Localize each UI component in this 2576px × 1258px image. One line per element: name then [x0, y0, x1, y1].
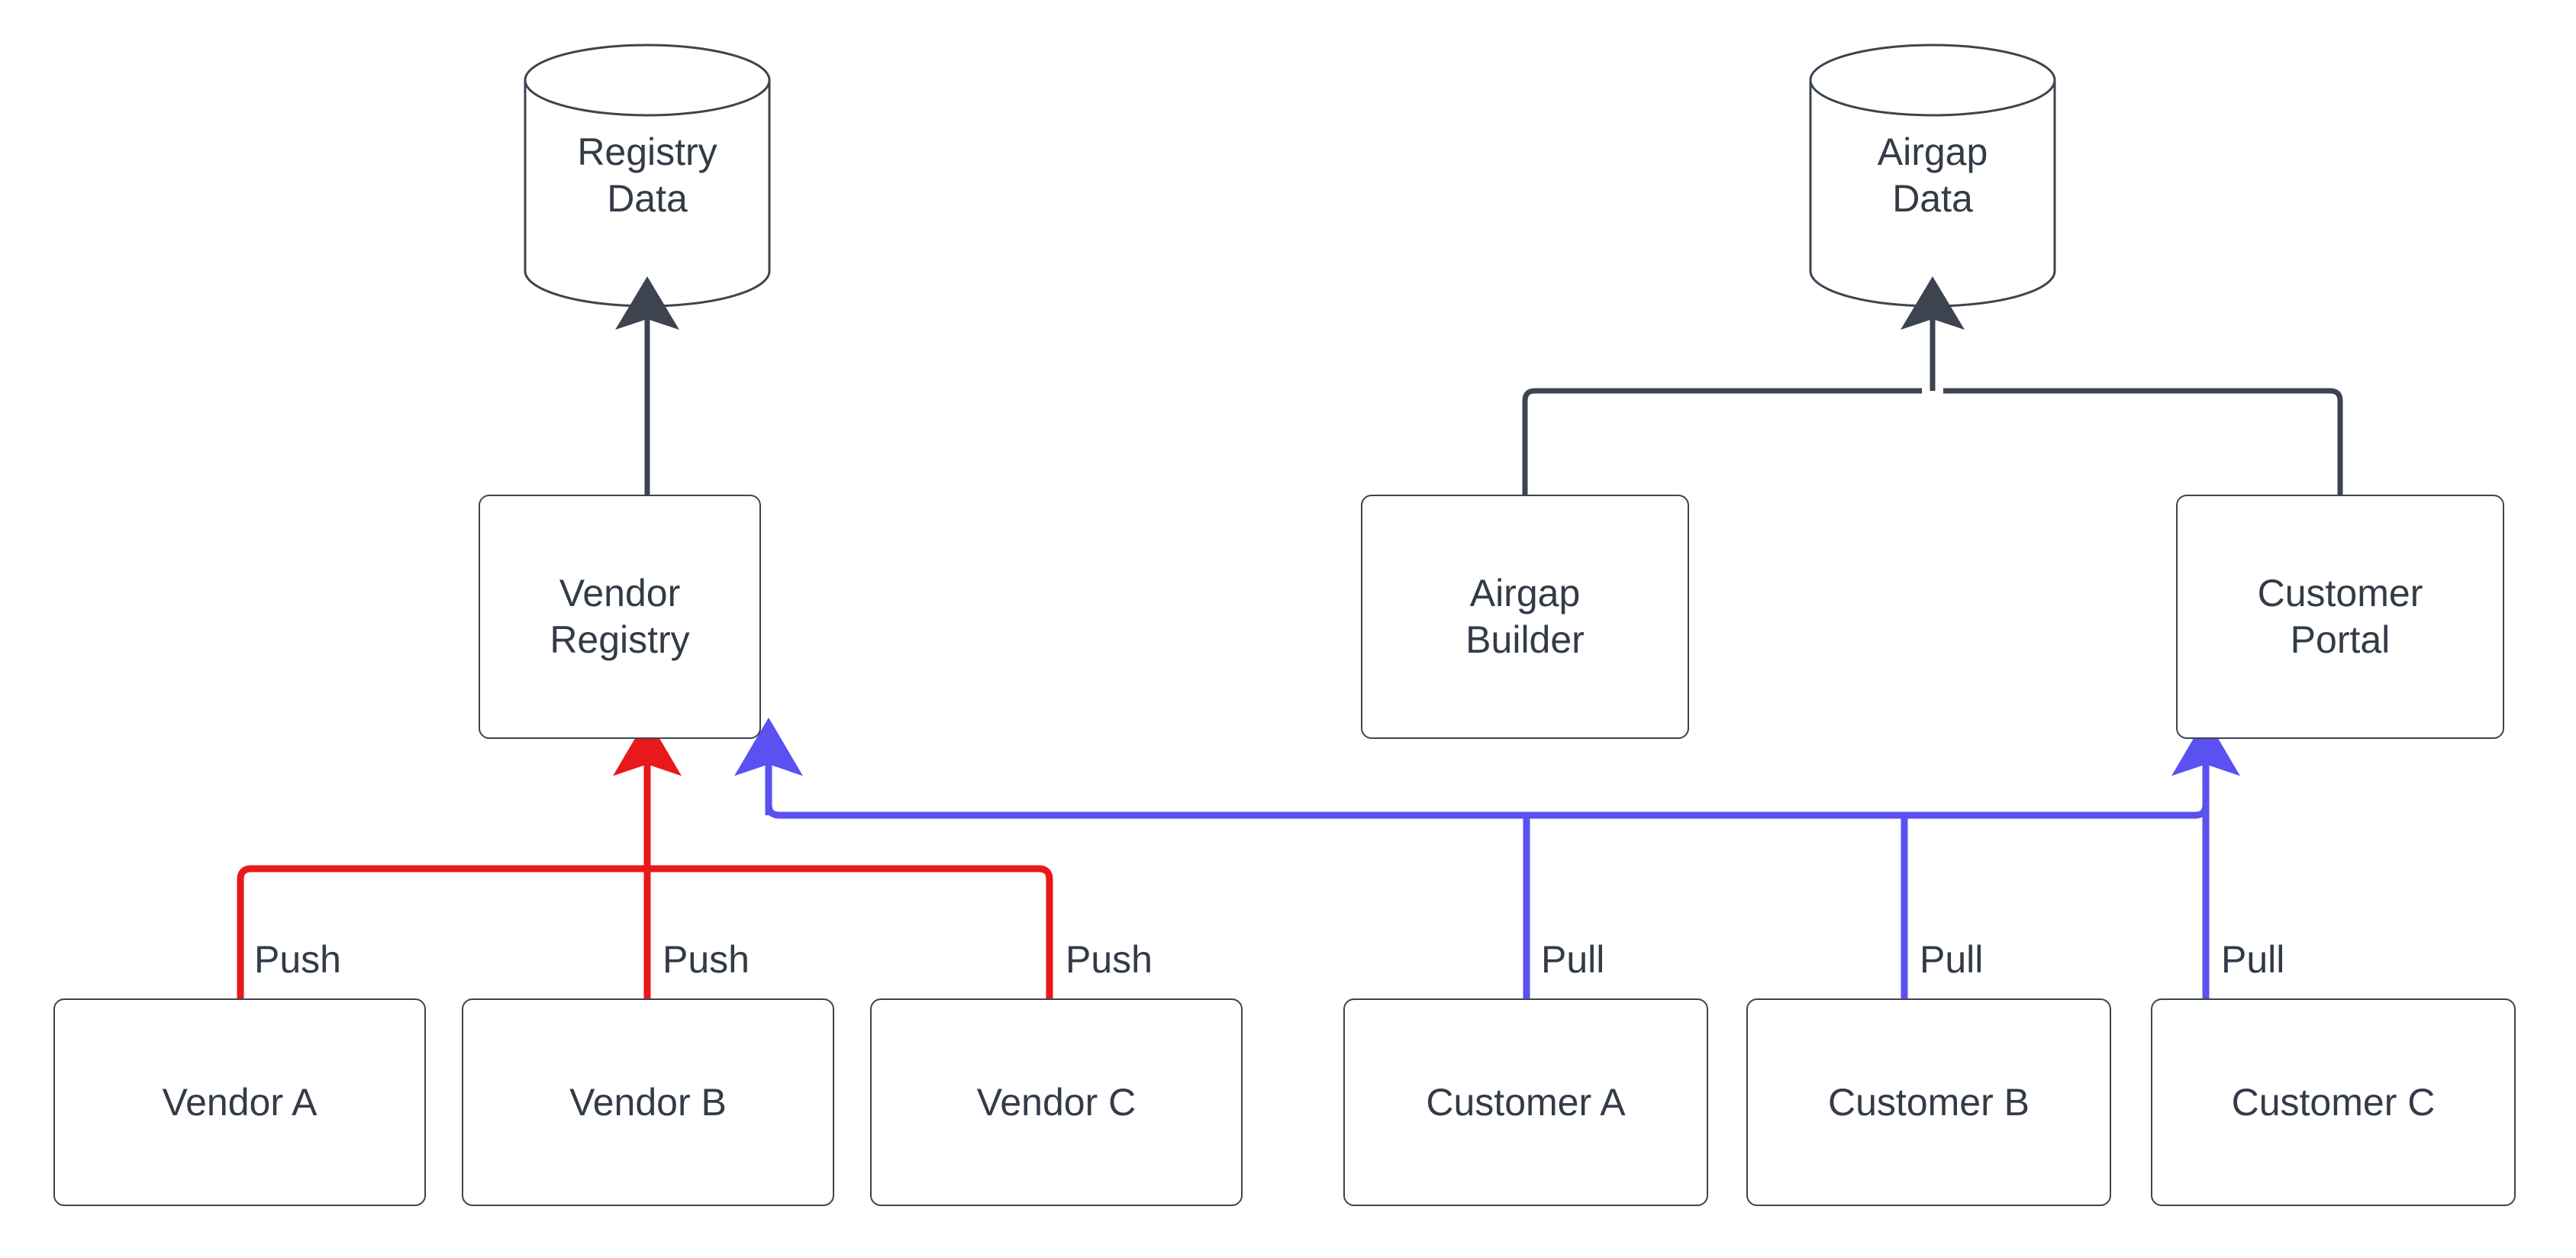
node-customer-a[interactable]: Customer A [1343, 998, 1708, 1206]
node-vendor-registry[interactable]: Vendor Registry [479, 495, 761, 739]
airgap-data-cylinder-shape [1809, 44, 2056, 308]
datastore-registry-data: Registry Data [525, 45, 769, 306]
registry-data-cylinder-shape [524, 44, 771, 308]
node-vendor-a-label: Vendor A [162, 1080, 318, 1124]
node-customer-b-label: Customer B [1828, 1080, 2030, 1124]
node-vendor-b[interactable]: Vendor B [462, 998, 834, 1206]
edge-airgap-builder-to-airgap-data [1522, 388, 1922, 495]
datastore-airgap-data: Airgap Data [1810, 45, 2055, 306]
edge-label-pull-customer-a: Pull [1541, 938, 1605, 981]
node-vendor-registry-label: Vendor Registry [550, 572, 690, 661]
node-customer-c[interactable]: Customer C [2151, 998, 2516, 1206]
node-customer-portal-label: Customer Portal [2257, 572, 2423, 661]
node-vendor-b-label: Vendor B [569, 1080, 727, 1124]
node-customer-a-label: Customer A [1426, 1080, 1626, 1124]
node-airgap-builder-label: Airgap Builder [1465, 572, 1585, 661]
node-customer-c-label: Customer C [2231, 1080, 2436, 1124]
edge-pull-bus [765, 752, 2210, 819]
datastore-registry-data-label: Registry Data [577, 131, 717, 220]
edge-label-pull-customer-b: Pull [1920, 938, 1984, 981]
datastore-airgap-data-label: Airgap Data [1877, 131, 1988, 220]
edge-label-pull-customer-c: Pull [2221, 938, 2285, 981]
edge-label-push-vendor-c: Push [1066, 938, 1153, 981]
edge-label-push-vendor-a: Push [254, 938, 341, 981]
node-vendor-a[interactable]: Vendor A [53, 998, 426, 1206]
node-vendor-c[interactable]: Vendor C [870, 998, 1243, 1206]
node-customer-b[interactable]: Customer B [1746, 998, 2111, 1206]
node-customer-portal[interactable]: Customer Portal [2176, 495, 2504, 739]
node-airgap-builder[interactable]: Airgap Builder [1361, 495, 1689, 739]
edge-label-push-vendor-b: Push [663, 938, 750, 981]
node-vendor-c-label: Vendor C [976, 1080, 1136, 1124]
edge-customer-portal-to-airgap-data [1943, 388, 2343, 495]
